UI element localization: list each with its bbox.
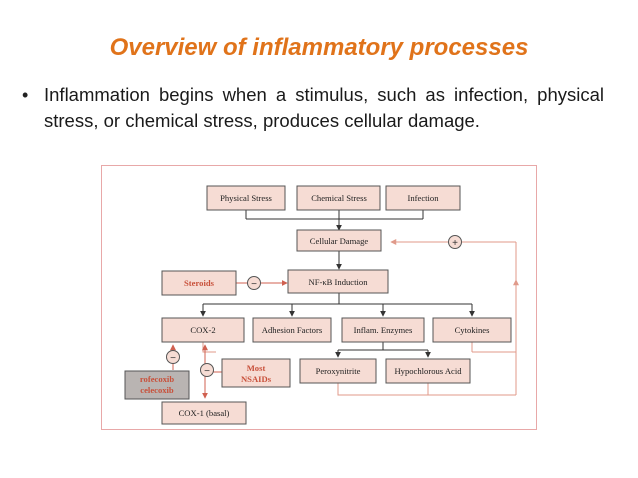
cellular-damage-node: Cellular Damage bbox=[296, 229, 382, 252]
minus-sign-nsaids: − bbox=[200, 363, 214, 377]
svg-text:−: − bbox=[170, 353, 176, 364]
cytokines-node: Cytokines bbox=[432, 317, 512, 343]
infection-node: Infection bbox=[385, 185, 461, 211]
svg-text:celecoxib: celecoxib bbox=[140, 385, 174, 395]
svg-text:Physical Stress: Physical Stress bbox=[220, 193, 272, 203]
svg-text:Cellular Damage: Cellular Damage bbox=[310, 236, 369, 246]
minus-sign-coxib: − bbox=[166, 350, 180, 364]
bullet-text: Inflammation begins when a stimulus, suc… bbox=[44, 84, 604, 131]
adhesion-factors-node: Adhesion Factors bbox=[252, 317, 332, 343]
stimulus-connector bbox=[245, 210, 424, 231]
svg-text:COX-2: COX-2 bbox=[190, 325, 215, 335]
svg-text:COX-1 (basal): COX-1 (basal) bbox=[179, 408, 230, 418]
svg-text:NF-κB Induction: NF-κB Induction bbox=[309, 277, 369, 287]
nfkb-induction-node: NF-κB Induction bbox=[287, 269, 389, 294]
cox2-node: COX-2 bbox=[161, 317, 245, 343]
bullet-marker: • bbox=[22, 85, 29, 105]
cox1-basal-node: COX-1 (basal) bbox=[161, 401, 247, 425]
svg-text:Inflam. Enzymes: Inflam. Enzymes bbox=[354, 325, 413, 335]
most-nsaids-node: Most NSAIDs bbox=[221, 358, 291, 388]
peroxynitrite-node: Peroxynitrite bbox=[299, 358, 377, 384]
svg-text:Most: Most bbox=[247, 363, 266, 373]
svg-text:NSAIDs: NSAIDs bbox=[241, 374, 272, 384]
svg-text:Adhesion Factors: Adhesion Factors bbox=[262, 325, 323, 335]
svg-text:Infection: Infection bbox=[407, 193, 439, 203]
svg-text:Chemical Stress: Chemical Stress bbox=[311, 193, 367, 203]
plus-sign-feedback: + bbox=[448, 235, 462, 249]
coxib-node: rofecoxib celecoxib bbox=[124, 370, 190, 400]
svg-text:Hypochlorous Acid: Hypochlorous Acid bbox=[394, 366, 462, 376]
svg-text:Steroids: Steroids bbox=[184, 278, 215, 288]
svg-text:−: − bbox=[204, 366, 210, 377]
hypochlorous-acid-node: Hypochlorous Acid bbox=[385, 358, 471, 384]
svg-text:−: − bbox=[251, 279, 257, 290]
inflam-enzymes-node: Inflam. Enzymes bbox=[341, 317, 425, 343]
svg-text:Cytokines: Cytokines bbox=[455, 325, 491, 335]
svg-text:rofecoxib: rofecoxib bbox=[140, 374, 174, 384]
enzymes-branch-connector bbox=[335, 342, 431, 358]
svg-text:+: + bbox=[452, 238, 458, 249]
minus-sign-steroids: − bbox=[247, 276, 261, 290]
slide-title: Overview of inflammatory processes bbox=[109, 34, 529, 61]
physical-stress-node: Physical Stress bbox=[206, 185, 286, 211]
chemical-stress-node: Chemical Stress bbox=[296, 185, 381, 211]
steroids-node: Steroids bbox=[161, 270, 237, 296]
nfkb-branch-connector bbox=[200, 292, 475, 317]
svg-text:Peroxynitrite: Peroxynitrite bbox=[316, 366, 361, 376]
